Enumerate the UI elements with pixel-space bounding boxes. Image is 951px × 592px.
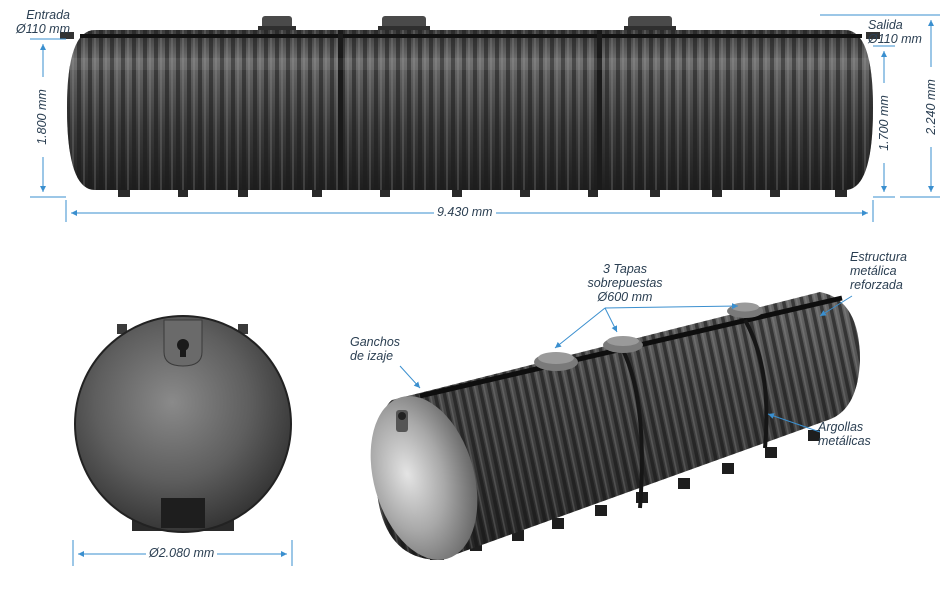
iso-view-covers bbox=[534, 302, 763, 371]
inlet-diameter: Ø110 mm bbox=[16, 22, 70, 36]
dimension-height-right-outer: 2.240 mm bbox=[924, 67, 938, 147]
hooks-label-line2: de izaje bbox=[350, 349, 394, 363]
tank-end-view bbox=[74, 315, 292, 533]
covers-label-line2: sobrepuestas bbox=[587, 276, 663, 290]
dimension-length: 9.430 mm bbox=[434, 205, 496, 219]
dimension-height-left: 1.800 mm bbox=[35, 77, 49, 157]
tank-side-view bbox=[60, 16, 880, 197]
hooks-label: Ganchos de izaje bbox=[350, 335, 400, 363]
dimension-diameter: Ø2.080 mm bbox=[146, 546, 218, 560]
rings-label-line2: metálicas bbox=[818, 434, 871, 448]
covers-label-line1: 3 Tapas bbox=[602, 262, 648, 276]
covers-label: 3 Tapas sobrepuestas Ø600 mm bbox=[570, 262, 680, 304]
inlet-label: Entrada Ø110 mm bbox=[8, 8, 70, 36]
structure-label-line2: metálica bbox=[850, 264, 897, 278]
rings-label-line1: Argollas bbox=[818, 420, 864, 434]
covers-label-line3: Ø600 mm bbox=[597, 290, 653, 304]
side-view-covers bbox=[258, 16, 676, 32]
structure-label-line3: reforzada bbox=[850, 278, 903, 292]
structure-label-line1: Estructura bbox=[850, 250, 907, 264]
structure-label: Estructura metálica reforzada bbox=[850, 250, 907, 292]
callout-lines bbox=[399, 295, 853, 433]
rings-label: Argollas metálicas bbox=[818, 420, 871, 448]
dimension-height-right-inner: 1.700 mm bbox=[877, 83, 891, 163]
outlet-label: Salida Ø110 mm bbox=[868, 18, 922, 46]
outlet-title: Salida bbox=[868, 18, 903, 32]
tank-isometric-view bbox=[370, 292, 860, 560]
inlet-title: Entrada bbox=[26, 8, 70, 22]
hooks-label-line1: Ganchos bbox=[350, 335, 401, 349]
outlet-diameter: Ø110 mm bbox=[868, 32, 922, 46]
